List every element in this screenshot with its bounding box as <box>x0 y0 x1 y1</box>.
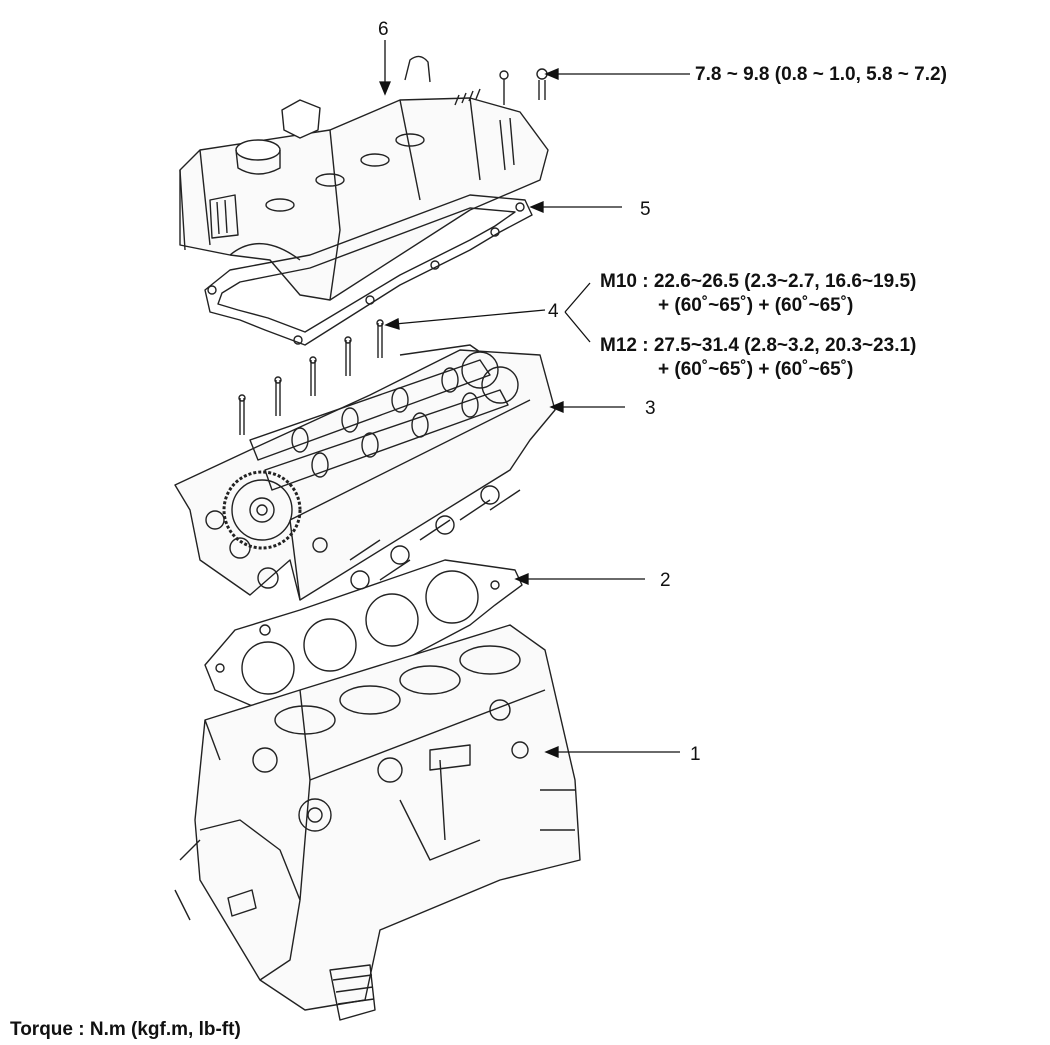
head-gasket <box>204 559 523 716</box>
head-bolts <box>238 319 384 435</box>
cover-bolt-torque: 7.8 ~ 9.8 (0.8 ~ 1.0, 5.8 ~ 7.2) <box>695 64 947 85</box>
callout-5: 5 <box>640 199 651 220</box>
callout-2: 2 <box>660 570 671 591</box>
cover-bolts <box>499 68 548 105</box>
m10-torque-line1: M10 : 22.6~26.5 (2.3~2.7, 16.6~19.5) <box>600 271 917 292</box>
m12-torque-line2: + (60˚~65˚) + (60˚~65˚) <box>658 359 854 380</box>
torque-units-note: Torque : N.m (kgf.m, lb-ft) <box>10 1019 241 1040</box>
leader-lines <box>379 40 690 758</box>
callout-4: 4 <box>548 301 559 322</box>
cylinder-block <box>174 624 581 1021</box>
callout-6: 6 <box>378 19 389 40</box>
callout-3: 3 <box>645 398 656 419</box>
m10-torque-line2: + (60˚~65˚) + (60˚~65˚) <box>658 295 854 316</box>
cover-gasket <box>204 194 533 346</box>
callout-1: 1 <box>690 744 701 765</box>
cylinder-head-cover <box>179 55 549 301</box>
cylinder-head <box>174 344 556 601</box>
m12-torque-line1: M12 : 27.5~31.4 (2.8~3.2, 20.3~23.1) <box>600 335 917 356</box>
